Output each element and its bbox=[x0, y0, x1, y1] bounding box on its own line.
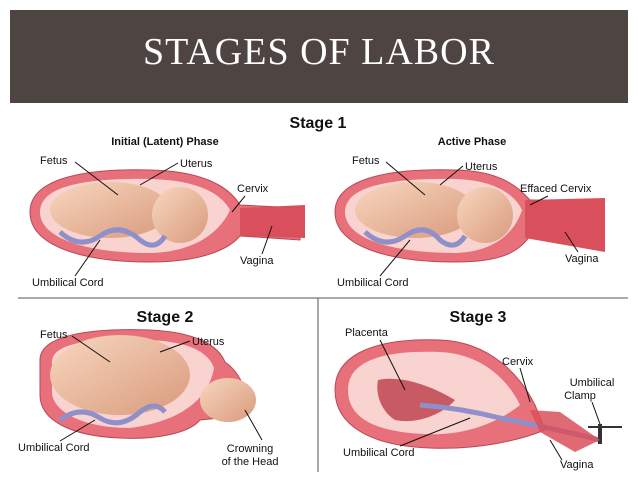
stage2-crowning-label-2: of the Head bbox=[222, 456, 279, 468]
fetus-head bbox=[457, 187, 513, 243]
stage1-phase-active: Active Phase bbox=[438, 136, 506, 148]
fetus-crowning-head bbox=[200, 378, 256, 422]
active-cervix-label: Effaced Cervix bbox=[520, 183, 592, 195]
stage2-heading: Stage 2 bbox=[137, 309, 194, 326]
stage3-clamp-label-2: Clamp bbox=[564, 390, 596, 402]
vagina-canal bbox=[240, 205, 305, 238]
stage3-vagina-label: Vagina bbox=[560, 459, 594, 471]
stage3-heading: Stage 3 bbox=[450, 309, 507, 326]
fetus-body bbox=[50, 182, 170, 238]
fetus-head bbox=[152, 187, 208, 243]
initial-vagina-label: Vagina bbox=[240, 255, 274, 267]
vagina-canal bbox=[525, 198, 605, 252]
active-phase-illustration bbox=[334, 169, 605, 263]
stage3-placenta-label: Placenta bbox=[345, 327, 389, 339]
vagina-canal bbox=[530, 410, 600, 452]
active-fetus-label: Fetus bbox=[352, 155, 380, 167]
stage2-crowning-label-1: Crowning bbox=[227, 443, 273, 455]
initial-cord-label: Umbilical Cord bbox=[32, 277, 104, 289]
stage2-cord-label: Umbilical Cord bbox=[18, 442, 90, 454]
initial-uterus-label: Uterus bbox=[180, 158, 213, 170]
stage2-illustration bbox=[39, 329, 256, 439]
stage1-phase-initial: Initial (Latent) Phase bbox=[111, 136, 219, 148]
umbilical-cord bbox=[363, 227, 468, 248]
stage3-cord-label: Umbilical Cord bbox=[343, 447, 415, 459]
active-vagina-label: Vagina bbox=[565, 253, 599, 265]
stage1-heading: Stage 1 bbox=[290, 115, 347, 132]
fetus-body bbox=[50, 335, 190, 415]
fetus-body bbox=[355, 182, 475, 238]
placenta bbox=[377, 378, 455, 422]
stage3-clamp-label-1: Umbilical bbox=[570, 377, 615, 389]
active-uterus-label: Uterus bbox=[465, 161, 498, 173]
stage3-cervix-label: Cervix bbox=[502, 356, 534, 368]
initial-fetus-label: Fetus bbox=[40, 155, 68, 167]
stage2-fetus-label: Fetus bbox=[40, 329, 68, 341]
stage3-illustration bbox=[334, 339, 622, 452]
umbilical-cord bbox=[58, 227, 168, 248]
umbilical-cord bbox=[58, 403, 167, 426]
umbilical-clamp bbox=[598, 424, 602, 444]
page-title: STAGES OF LABOR bbox=[143, 31, 495, 73]
stage2-uterus-label: Uterus bbox=[192, 336, 225, 348]
active-cord-label: Umbilical Cord bbox=[337, 277, 409, 289]
title-bar: STAGES OF LABOR bbox=[10, 10, 628, 103]
initial-phase-illustration bbox=[29, 169, 305, 263]
initial-cervix-label: Cervix bbox=[237, 183, 269, 195]
